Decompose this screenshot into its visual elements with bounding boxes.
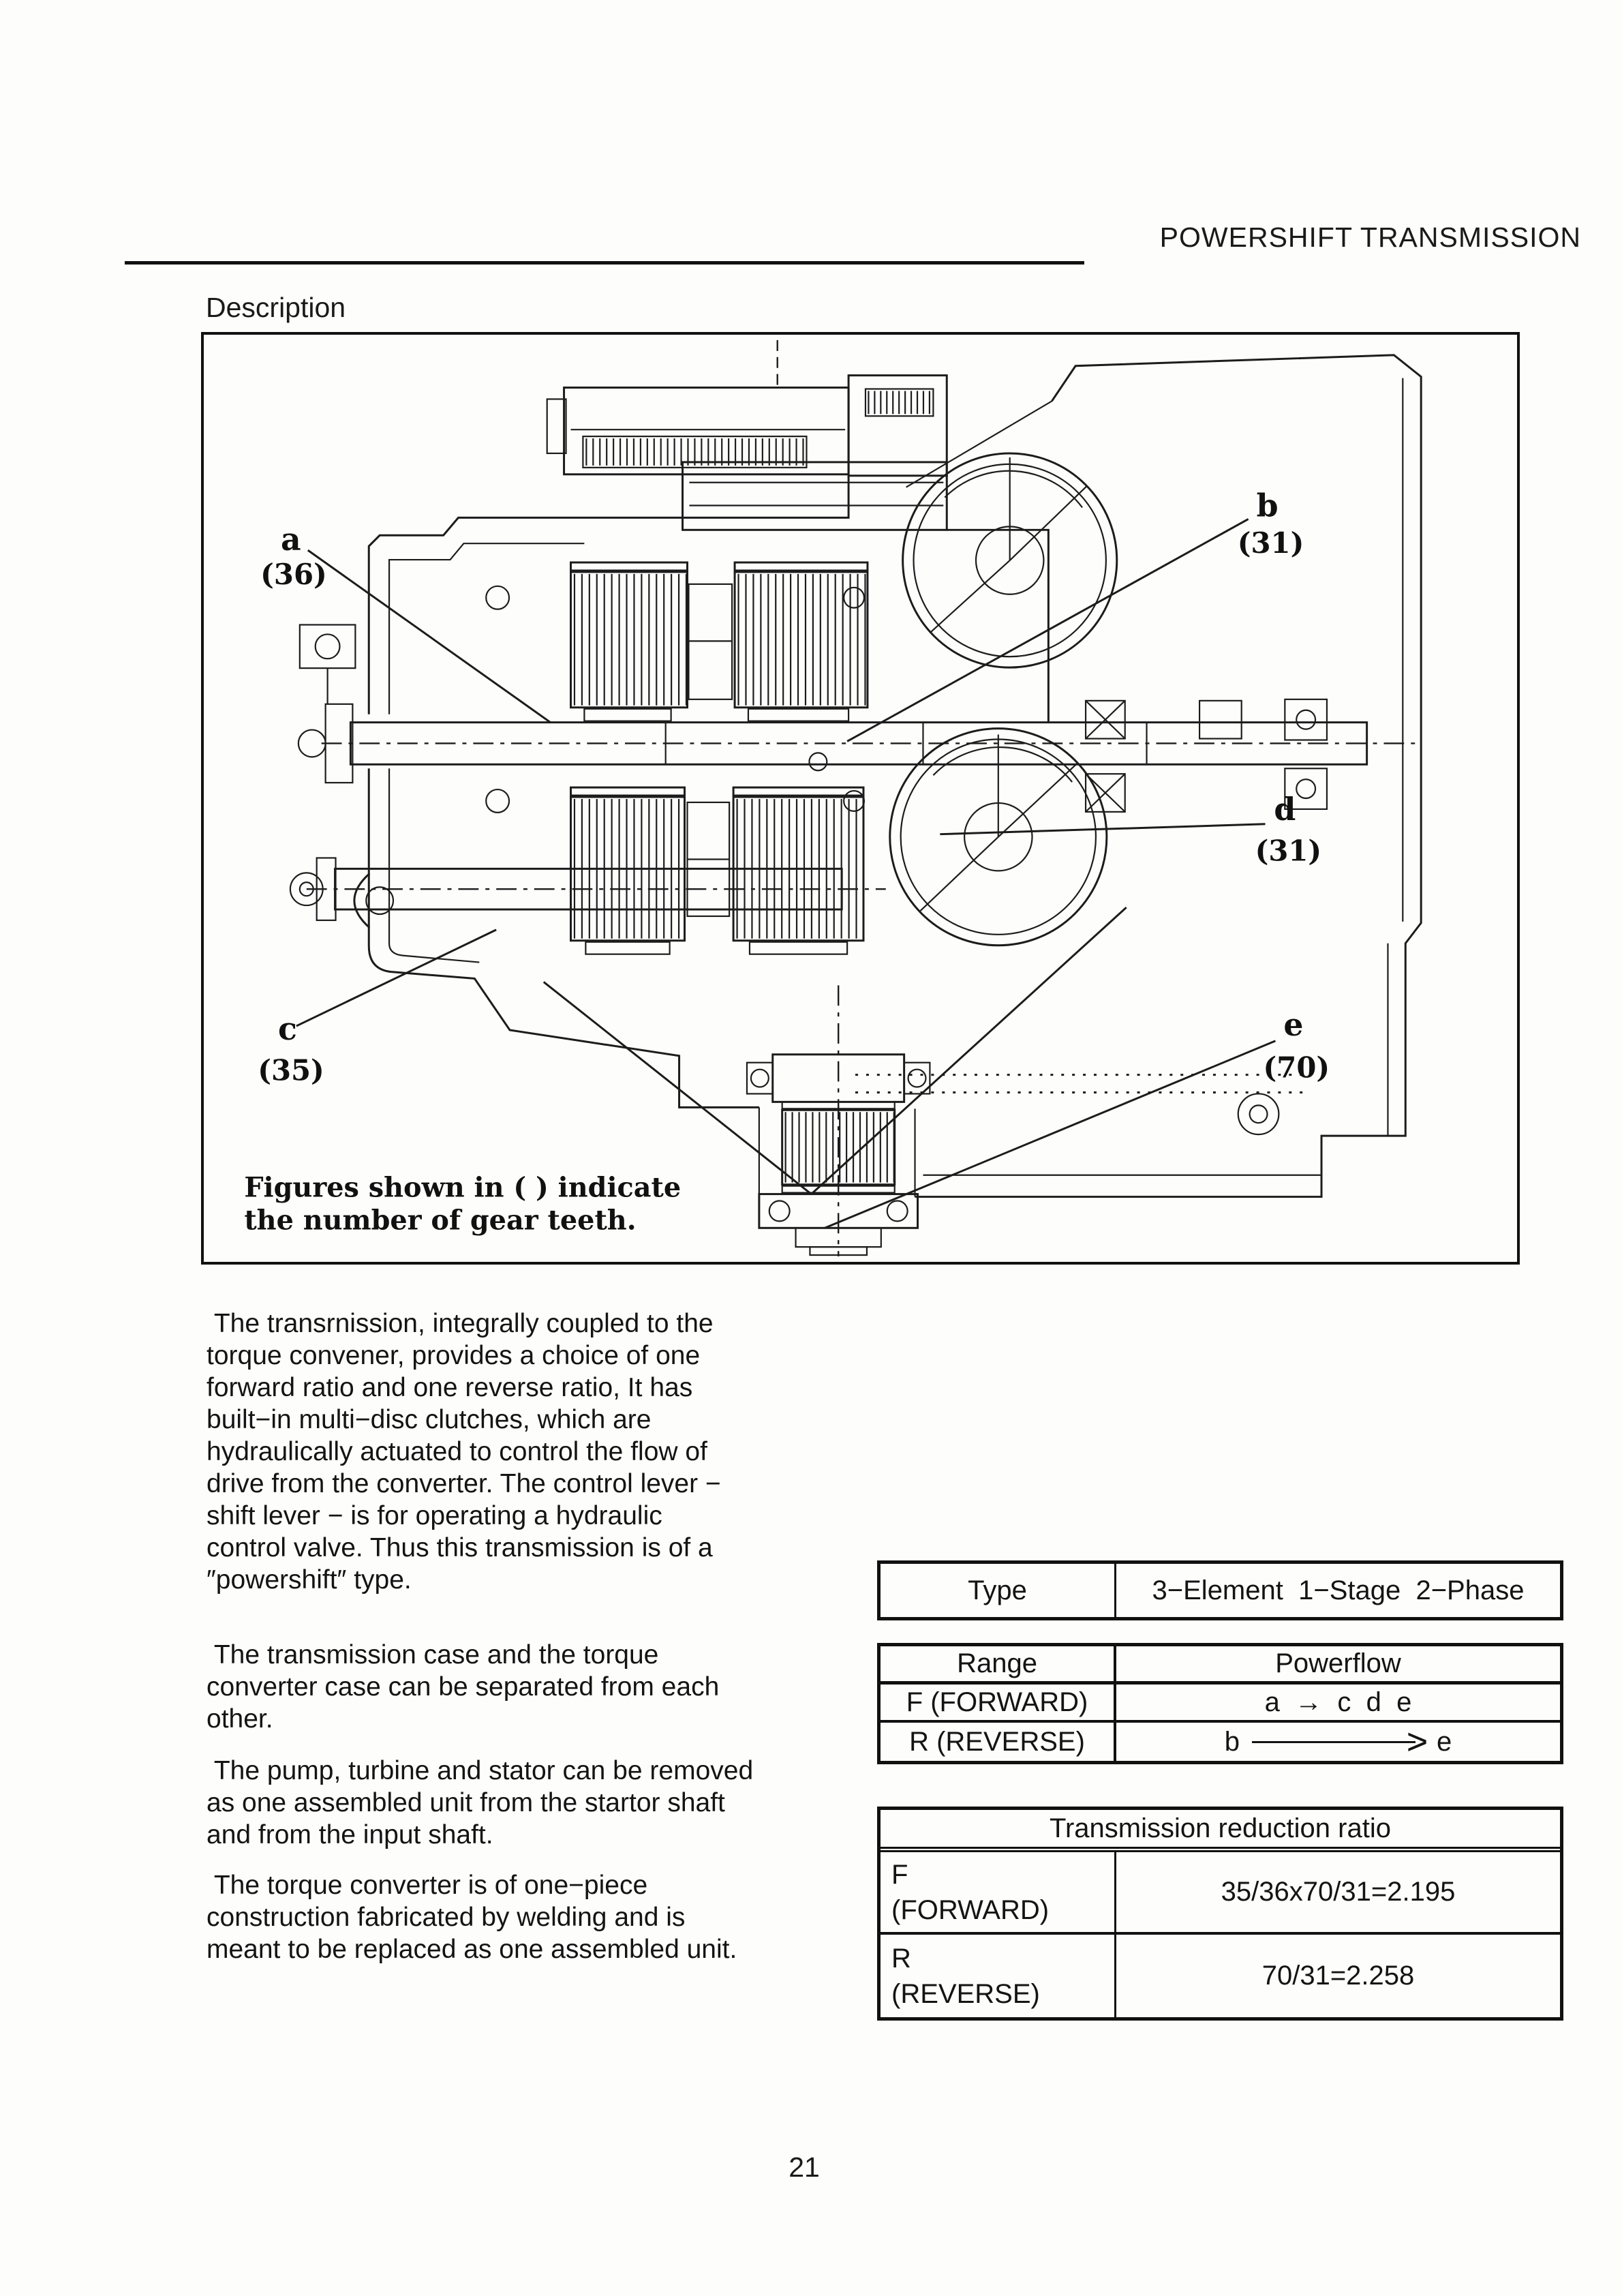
figure-note-line1: Figures shown in ( ) indicate (244, 1173, 681, 1204)
housing-outline (299, 354, 1422, 1198)
range-powerflow-table: Range Powerflow F (FORWARD) a → c d e R … (877, 1643, 1563, 1764)
range-column-header: Range (881, 1646, 1116, 1685)
label-d: d (1274, 791, 1296, 828)
type-table: Type 3−Element 1−Stage 2−Phase (877, 1560, 1563, 1620)
reduction-forward-label: F (FORWARD) (881, 1852, 1116, 1935)
cross-section-diagram: a (36) b (31) c (35) d (31) e (70) Figur… (244, 339, 1422, 1257)
figure-labels: a (36) b (31) c (35) d (31) e (70) (258, 487, 1330, 1087)
transmission-cross-section-figure: a (36) b (31) c (35) d (31) e (70) Figur… (201, 332, 1520, 1265)
main-shaft (297, 698, 1418, 810)
paragraph-transmission-overview: The transrnission, integrally coupled to… (206, 1309, 721, 1595)
upper-clutch-packs (570, 561, 869, 722)
reverse-flow-from: b (1224, 1726, 1240, 1757)
type-table-value: 3−Element 1−Stage 2−Phase (1152, 1575, 1525, 1605)
reverse-flow-to: e (1437, 1726, 1452, 1757)
label-d-teeth: (31) (1255, 834, 1322, 867)
label-c-teeth: (35) (258, 1054, 324, 1087)
powerflow-column-header: Powerflow (1116, 1646, 1560, 1685)
reduction-reverse-value: 70/31=2.258 (1261, 1961, 1415, 1991)
reduction-reverse-label: R (REVERSE) (881, 1935, 1116, 2017)
section-label: Description (206, 292, 346, 323)
type-table-header: Type (881, 1564, 1116, 1617)
paragraph-pump-turbine-stator: The pump, turbine and stator can be remo… (206, 1756, 754, 1849)
page-header-title: POWERSHIFT TRANSMISSION (1159, 222, 1581, 253)
torque-converter (889, 452, 1242, 947)
paragraph-torque-converter: The torque converter is of one−piece con… (206, 1871, 737, 1964)
label-e-teeth: (70) (1264, 1051, 1330, 1085)
page-number: 21 (789, 2151, 820, 2183)
output-gear-assembly (746, 985, 1280, 1257)
powerflow-reverse-cell: b > e (1116, 1721, 1560, 1763)
bolt-circles (485, 585, 866, 813)
long-arrow: > (1251, 1721, 1428, 1762)
reduction-ratio-table: Transmission reduction ratio F (FORWARD)… (877, 1807, 1563, 2021)
label-e: e (1283, 1006, 1303, 1043)
header-rule (125, 261, 1084, 265)
paragraph-case-separation: The transmission case and the torque con… (206, 1640, 720, 1734)
label-a: a (281, 521, 301, 558)
reduction-table-title: Transmission reduction ratio (881, 1810, 1560, 1852)
control-valve-assembly (546, 339, 948, 531)
figure-note-line2: the number of gear teeth. (244, 1205, 636, 1236)
label-c: c (278, 1010, 297, 1047)
label-b-teeth: (31) (1238, 526, 1304, 560)
label-b: b (1257, 487, 1279, 524)
lower-clutch-packs (570, 786, 865, 955)
long-arrow-line (1251, 1740, 1416, 1743)
label-a-teeth: (36) (260, 558, 327, 591)
figure-note: Figures shown in ( ) indicate the number… (244, 1173, 681, 1237)
leader-lines (296, 518, 1276, 1229)
range-forward-cell: F (FORWARD) (881, 1685, 1116, 1723)
powerflow-forward-cell: a → c d e (1116, 1685, 1560, 1723)
reduction-forward-value: 35/36x70/31=2.195 (1116, 1852, 1560, 1935)
range-reverse-cell: R (REVERSE) (881, 1723, 1116, 1761)
lower-shaft (289, 857, 886, 922)
